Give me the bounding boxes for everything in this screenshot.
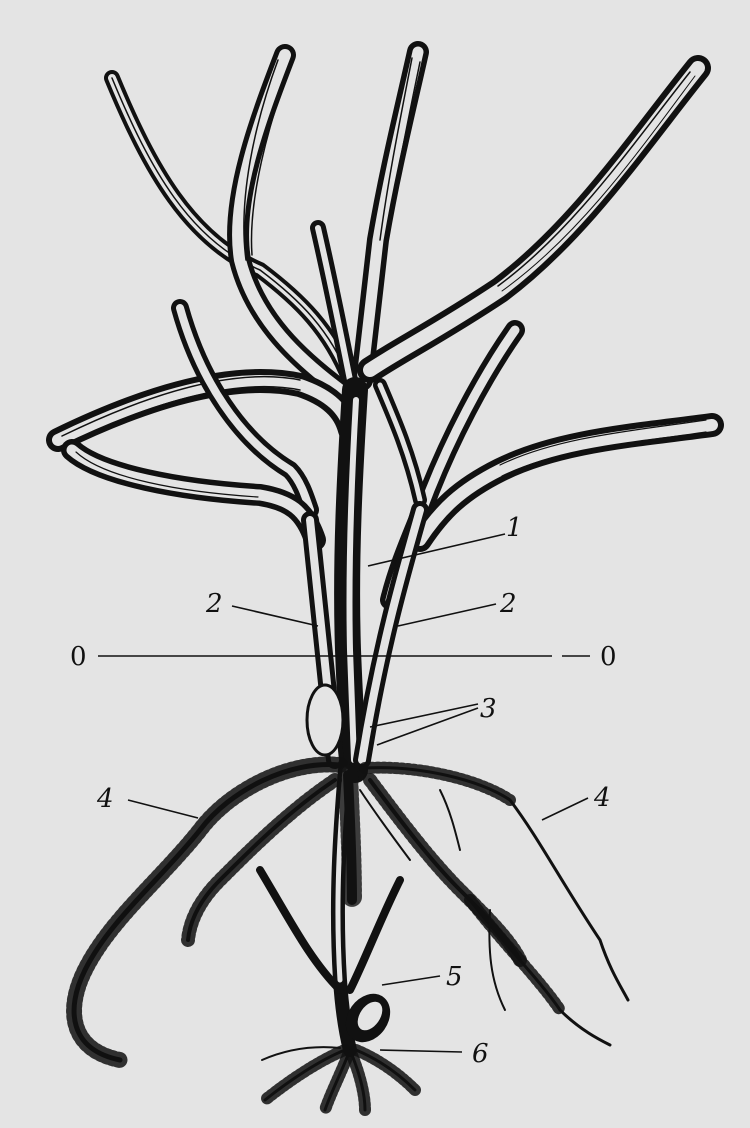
label-3: 3 (480, 694, 497, 724)
leader-line-2-right (398, 604, 496, 626)
stem (260, 390, 420, 1050)
leader-line-6 (380, 1050, 462, 1052)
label-4-left: 4 (96, 784, 114, 814)
leader-line-1 (368, 534, 505, 566)
label-5: 5 (446, 962, 463, 992)
label-0-left: 0 (70, 642, 87, 672)
leader-line-2-left (232, 606, 318, 626)
leader-line-3-a (370, 704, 478, 727)
roots (74, 764, 628, 1110)
label-0-right: 0 (600, 642, 617, 672)
label-6: 6 (472, 1039, 489, 1069)
leader-line-3-b (377, 708, 478, 745)
leaves (58, 52, 712, 600)
leader-line-4-right (542, 798, 588, 820)
leaf-right-small (380, 385, 420, 500)
label-2-left: 2 (205, 589, 223, 619)
label-1: 1 (506, 513, 523, 543)
leader-line-5 (382, 976, 440, 985)
leader-line-4-left (128, 800, 198, 818)
label-4-right: 4 (593, 783, 611, 813)
leaf-upper-right (370, 68, 702, 370)
leaf-right-horizontal (420, 420, 712, 540)
label-2-right: 2 (499, 589, 517, 619)
